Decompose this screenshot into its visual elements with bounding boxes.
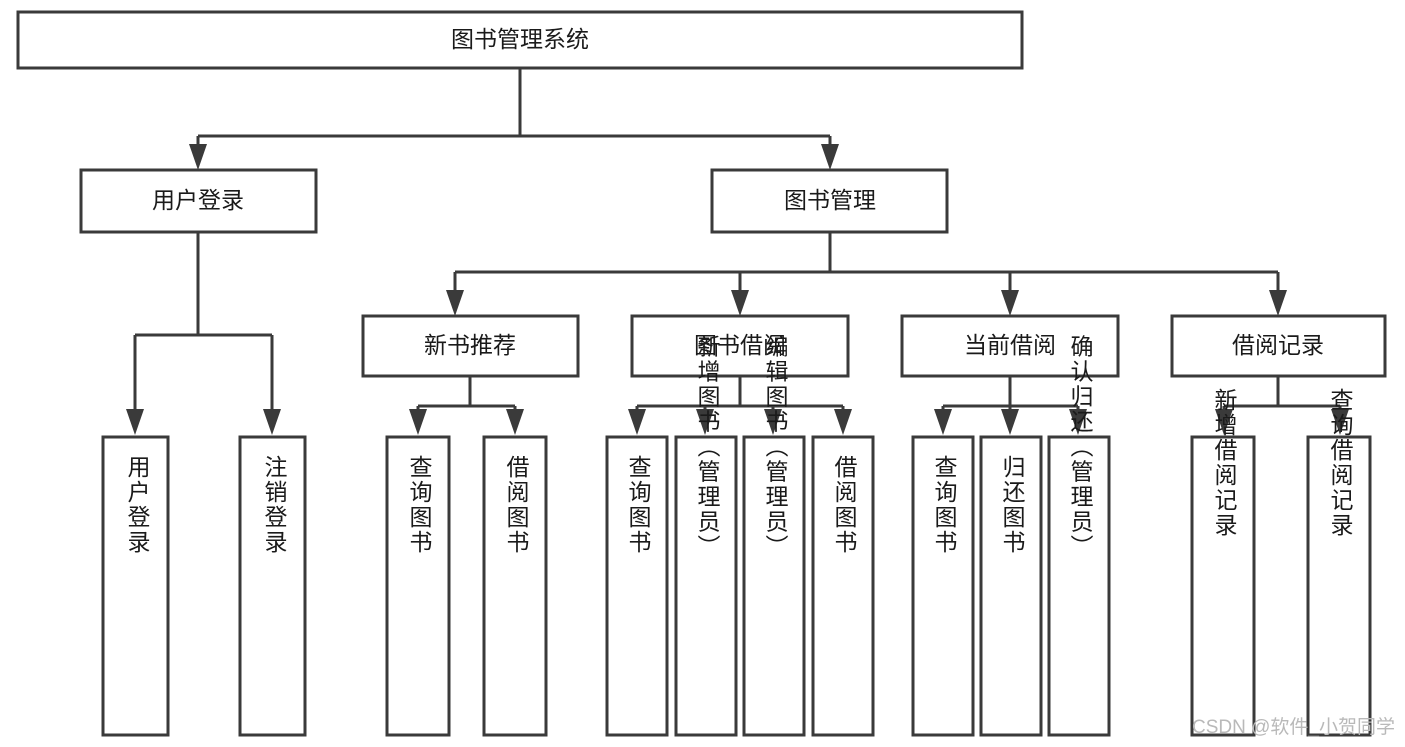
- arrow-icon-leaf-user-login: [126, 409, 144, 435]
- node-leaf-query-book-1-box[interactable]: [385, 435, 451, 737]
- node-leaf-confirm-return[interactable]: 确认归还（管理员）: [1047, 335, 1111, 737]
- node-leaf-query-book-3-box[interactable]: [911, 435, 975, 737]
- node-leaf-confirm-return-label: 确认归还（管理员）: [1067, 335, 1094, 560]
- node-leaf-add-book-label: 新增图书（管理员）: [694, 335, 721, 560]
- node-leaf-edit-book-box[interactable]: [742, 435, 806, 737]
- node-leaf-return-book-label: 归还图书: [999, 455, 1026, 555]
- node-book-management-box[interactable]: [710, 168, 949, 234]
- arrow-icon-leaf-query-book-2: [628, 409, 646, 435]
- node-leaf-add-record[interactable]: 新增借阅记录: [1190, 388, 1256, 737]
- arrow-icon-book-borrow: [731, 290, 749, 316]
- node-root[interactable]: 图书管理系统: [16, 10, 1024, 70]
- node-leaf-confirm-return-box[interactable]: [1047, 435, 1111, 737]
- node-leaf-edit-book[interactable]: 编辑图书（管理员）: [742, 335, 806, 737]
- node-user-login-label: 用户登录: [152, 187, 244, 213]
- arrow-icon-leaf-borrow-book-2: [834, 409, 852, 435]
- node-book-management-label: 图书管理: [784, 187, 876, 213]
- node-leaf-user-login-label: 用户登录: [124, 455, 151, 555]
- node-leaf-query-book-1[interactable]: 查询图书: [385, 435, 451, 737]
- node-book-management[interactable]: 图书管理: [710, 168, 949, 234]
- node-leaf-logout-login-label: 注销登录: [261, 455, 288, 555]
- node-leaf-user-login[interactable]: 用户登录: [101, 435, 170, 737]
- node-new-book-recommend-label: 新书推荐: [424, 332, 516, 358]
- node-leaf-query-book-1-label: 查询图书: [406, 455, 433, 555]
- node-current-borrow-label: 当前借阅: [964, 332, 1056, 358]
- arrow-icon-user-login: [189, 144, 207, 170]
- arrow-icon-leaf-query-book-1: [409, 409, 427, 435]
- node-leaf-query-book-3[interactable]: 查询图书: [911, 435, 975, 737]
- node-root-label: 图书管理系统: [451, 26, 589, 52]
- node-leaf-edit-book-label: 编辑图书（管理员）: [762, 335, 789, 560]
- arrow-icon-book-management: [821, 144, 839, 170]
- node-new-book-recommend[interactable]: 新书推荐: [361, 314, 580, 378]
- node-leaf-return-book-box[interactable]: [979, 435, 1043, 737]
- arrow-icon-borrow-record: [1269, 290, 1287, 316]
- node-borrow-record-box[interactable]: [1170, 314, 1387, 378]
- node-leaf-query-book-3-label: 查询图书: [931, 455, 958, 555]
- node-book-borrow[interactable]: 图书借阅: [630, 314, 850, 378]
- node-leaf-add-record-box[interactable]: [1190, 435, 1256, 737]
- csdn-watermark: CSDN @软件_小贺同学: [1192, 716, 1395, 738]
- connector-layer: [126, 68, 1349, 435]
- node-leaf-query-book-2[interactable]: 查询图书: [605, 435, 669, 737]
- node-leaf-query-record-box[interactable]: [1306, 435, 1372, 737]
- node-leaf-logout-login-box[interactable]: [238, 435, 307, 737]
- node-leaf-query-book-2-box[interactable]: [605, 435, 669, 737]
- node-leaf-borrow-book-1-label: 借阅图书: [503, 455, 530, 555]
- node-leaf-user-login-box[interactable]: [101, 435, 170, 737]
- node-leaf-borrow-book-1-box[interactable]: [482, 435, 548, 737]
- arrow-icon-leaf-query-book-3: [934, 409, 952, 435]
- node-leaf-add-book-box[interactable]: [674, 435, 738, 737]
- node-current-borrow[interactable]: 当前借阅: [900, 314, 1120, 378]
- node-leaf-borrow-book-1[interactable]: 借阅图书: [482, 435, 548, 737]
- node-leaf-borrow-book-2-label: 借阅图书: [831, 455, 858, 555]
- node-root-box[interactable]: [16, 10, 1024, 70]
- node-new-book-recommend-box[interactable]: [361, 314, 580, 378]
- node-leaf-query-record[interactable]: 查询借阅记录: [1306, 388, 1372, 737]
- node-user-login[interactable]: 用户登录: [79, 168, 318, 234]
- node-leaf-add-book[interactable]: 新增图书（管理员）: [674, 335, 738, 737]
- arrow-icon-current-borrow: [1001, 290, 1019, 316]
- node-current-borrow-box[interactable]: [900, 314, 1120, 378]
- node-leaf-add-record-label: 新增借阅记录: [1211, 388, 1238, 538]
- node-leaf-borrow-book-2[interactable]: 借阅图书: [811, 435, 875, 737]
- node-user-login-box[interactable]: [79, 168, 318, 234]
- node-book-borrow-label: 图书借阅: [694, 332, 786, 358]
- node-leaf-return-book[interactable]: 归还图书: [979, 435, 1043, 737]
- arrow-icon-leaf-logout-login: [263, 409, 281, 435]
- arrow-icon-leaf-borrow-book-1: [506, 409, 524, 435]
- node-borrow-record[interactable]: 借阅记录: [1170, 314, 1387, 378]
- arrow-icon-new-book-recommend: [446, 290, 464, 316]
- node-leaf-query-record-label: 查询借阅记录: [1327, 388, 1354, 538]
- node-book-borrow-box[interactable]: [630, 314, 850, 378]
- node-leaf-query-book-2-label: 查询图书: [625, 455, 652, 555]
- node-leaf-logout-login[interactable]: 注销登录: [238, 435, 307, 737]
- arrow-icon-leaf-return-book: [1001, 409, 1019, 435]
- node-leaf-borrow-book-2-box[interactable]: [811, 435, 875, 737]
- node-borrow-record-label: 借阅记录: [1232, 332, 1324, 358]
